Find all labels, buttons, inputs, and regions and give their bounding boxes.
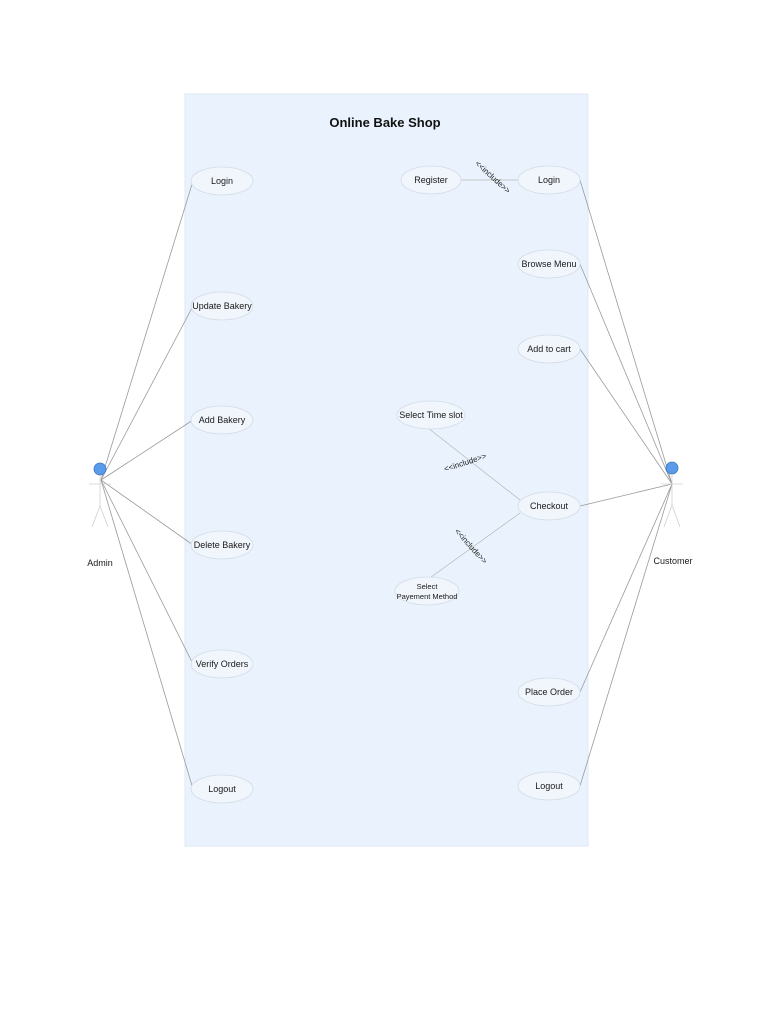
usecase-label: Login <box>538 175 560 185</box>
usecase-label: Select Time slot <box>399 410 463 420</box>
usecase-admin-login[interactable]: Login <box>190 166 254 196</box>
assoc-customer-browse-menu <box>579 263 673 485</box>
diagram-title: Online Bake Shop <box>329 115 440 130</box>
usecase-ellipse <box>190 166 254 196</box>
include-line-checkout-payment <box>426 512 521 581</box>
usecase-ellipse <box>400 165 462 195</box>
assoc-admin-delete-bakery <box>100 479 194 546</box>
assoc-admin-update-bakery <box>100 305 194 481</box>
usecase-verify-orders[interactable]: Verify Orders <box>190 649 254 679</box>
usecase-label: Login <box>211 176 233 186</box>
assoc-admin-add-bakery <box>100 419 194 481</box>
usecase-ellipse <box>190 649 254 679</box>
assoc-admin-login <box>100 180 194 481</box>
usecase-checkout[interactable]: Checkout <box>517 491 581 521</box>
usecase-ellipse <box>394 576 460 606</box>
usecase-add-to-cart[interactable]: Add to cart <box>517 334 581 364</box>
include-line-checkout-timeslot <box>427 427 521 501</box>
usecase-label: Browse Menu <box>521 259 576 269</box>
system-boundary <box>184 93 589 847</box>
actor-head <box>665 461 679 475</box>
usecase-ellipse <box>190 530 254 560</box>
usecase-browse-menu[interactable]: Browse Menu <box>517 249 581 279</box>
usecase-ellipse <box>190 405 254 435</box>
usecase-ellipse <box>517 165 581 195</box>
assoc-customer-add-to-cart <box>579 348 673 485</box>
usecase-ellipse <box>396 400 466 430</box>
actor-admin[interactable]: Admin <box>87 462 113 568</box>
assoc-customer-login <box>579 179 673 485</box>
usecase-label: Add to cart <box>527 344 571 354</box>
usecase-label-line1: Select <box>417 582 439 591</box>
usecase-place-order[interactable]: Place Order <box>517 677 581 707</box>
usecase-ellipse <box>190 774 254 804</box>
usecase-ellipse <box>517 677 581 707</box>
actor-left-leg <box>91 505 101 528</box>
usecase-label: Verify Orders <box>196 659 249 669</box>
usecase-ellipse <box>190 291 254 321</box>
assoc-customer-logout <box>579 483 673 787</box>
usecase-add-bakery[interactable]: Add Bakery <box>190 405 254 435</box>
usecase-customer-logout[interactable]: Logout <box>517 771 581 801</box>
usecase-select-time-slot[interactable]: Select Time slot <box>396 400 466 430</box>
usecase-label: Register <box>414 175 448 185</box>
admin-associations <box>100 180 194 790</box>
actor-label: Customer <box>653 556 692 566</box>
stick-figure-icon <box>89 462 111 528</box>
usecase-ellipse <box>517 771 581 801</box>
assoc-customer-checkout <box>579 483 673 507</box>
usecase-label: Place Order <box>525 687 573 697</box>
usecase-ellipse <box>517 334 581 364</box>
actor-left-leg <box>663 504 673 528</box>
assoc-admin-logout <box>100 479 194 790</box>
usecase-customer-login[interactable]: Login <box>517 165 581 195</box>
actor-customer[interactable]: Customer <box>653 461 693 566</box>
assoc-customer-place-order <box>579 483 673 693</box>
actor-right-leg <box>99 505 109 528</box>
usecase-label: Logout <box>535 781 563 791</box>
usecase-ellipse <box>517 491 581 521</box>
actor-right-leg <box>671 504 681 528</box>
usecase-register[interactable]: Register <box>400 165 462 195</box>
assoc-admin-verify-orders <box>100 479 194 665</box>
usecase-label: Logout <box>208 784 236 794</box>
actor-head <box>93 462 107 476</box>
usecase-select-payment-method[interactable]: Select Payement Method <box>394 576 460 606</box>
usecase-label: Delete Bakery <box>194 540 251 550</box>
usecase-admin-logout[interactable]: Logout <box>190 774 254 804</box>
usecase-label: Add Bakery <box>199 415 246 425</box>
usecase-label: Checkout <box>530 501 569 511</box>
usecase-update-bakery[interactable]: Update Bakery <box>190 291 254 321</box>
usecase-delete-bakery[interactable]: Delete Bakery <box>190 530 254 560</box>
usecase-label: Update Bakery <box>192 301 252 311</box>
actor-label: Admin <box>87 558 113 568</box>
customer-associations <box>579 179 673 787</box>
usecase-ellipse <box>517 249 581 279</box>
stick-figure-icon <box>661 461 683 528</box>
usecase-label-line2: Payement Method <box>397 592 458 601</box>
